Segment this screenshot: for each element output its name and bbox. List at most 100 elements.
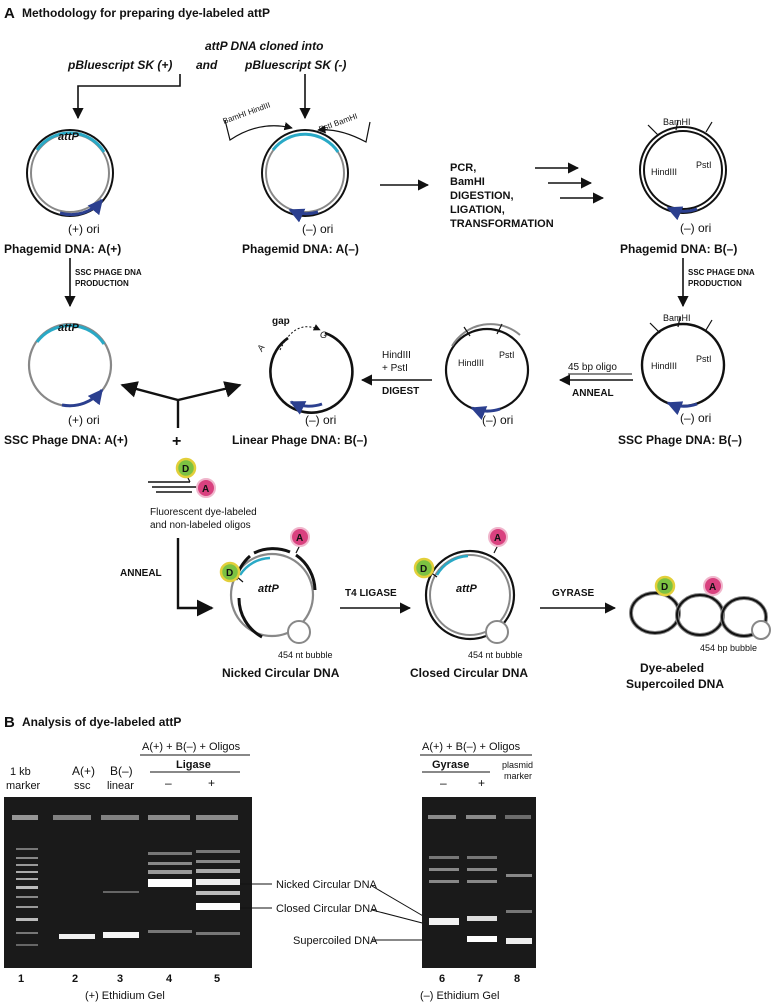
lane-num-7: 7 (477, 973, 483, 985)
lane2-label-a: A(+) (72, 764, 95, 778)
lane-num-4: 4 (166, 973, 173, 985)
gap-a: A (255, 343, 267, 354)
psti-bamhi-label: PstI BamHI (318, 112, 359, 134)
lane3-label-a: B(–) (110, 764, 133, 778)
supercoiled-title-2: Supercoiled DNA (626, 677, 724, 691)
attp-label-2: attP (58, 322, 79, 334)
step-4: LIGATION, (450, 204, 505, 216)
ori-minus-1: (–) ori (302, 222, 333, 236)
nicked-circular-title: Nicked Circular DNA (222, 666, 340, 680)
step-2: BamHI (450, 176, 485, 188)
nicked-circle (219, 527, 317, 644)
gyrase-label: GYRASE (552, 588, 595, 599)
lane-num-5: 5 (214, 973, 220, 985)
gyrase-minus: – (440, 776, 447, 790)
dye-a-closed: A (494, 533, 501, 544)
dye-a-nicked: A (296, 533, 303, 544)
ssc-prod-right-2: PRODUCTION (688, 279, 742, 288)
plasmid-label-1: plasmid (502, 760, 533, 770)
plasmid-label-2: marker (504, 771, 532, 781)
lane3-label-b: linear (107, 780, 134, 792)
hindiii-label-c: HindIII (458, 358, 484, 368)
attp-label-4: attP (456, 583, 477, 595)
phagemid-b-minus: Phagemid DNA: B(–) (620, 242, 737, 256)
gap-g: G (320, 330, 327, 340)
clone-and: and (196, 58, 218, 72)
step-5: TRANSFORMATION (450, 218, 554, 230)
phagemid-a-plus: Phagemid DNA: A(+) (4, 242, 121, 256)
bamhi-label-b: BamHI (663, 117, 691, 127)
digest-2: + PstI (382, 363, 408, 374)
ori-minus-2: (–) ori (680, 221, 711, 235)
ori-minus-4: (–) ori (482, 413, 513, 427)
clone-line: attP DNA cloned into (205, 39, 323, 53)
ssc-a-plus: SSC Phage DNA: A(+) (4, 433, 128, 447)
hindiii-label-b: HindIII (651, 167, 677, 177)
bamhi-label-d: BamHI (663, 313, 691, 323)
ssc-b-minus-circle (640, 316, 726, 416)
plasmid-b-minus (639, 119, 727, 221)
bamhi-hindiii-label: BamHI HindIII (222, 100, 272, 125)
hindiii-label-d: HindIII (651, 361, 677, 371)
ori-plus-2: (+) ori (68, 413, 100, 427)
psti-label-d: PstI (696, 354, 712, 364)
gel-right (422, 797, 536, 968)
ssc-b-minus: SSC Phage DNA: B(–) (618, 433, 742, 447)
dye-d-nicked: D (226, 568, 233, 579)
plus-sign: + (172, 433, 181, 450)
combo-right: A(+) + B(–) + Oligos (422, 741, 521, 753)
ssc-prod-left-1: SSC PHAGE DNA (75, 268, 142, 277)
dye-a-super: A (709, 582, 716, 593)
linear-b-minus-circle (269, 324, 354, 415)
ssc-a-plus-circle (27, 322, 113, 408)
bubble-bp: 454 bp bubble (700, 643, 757, 653)
digest-3: DIGEST (382, 386, 419, 397)
ligase-minus: – (165, 776, 172, 790)
lane2-label-b: ssc (74, 780, 91, 792)
dye-a-oligo: A (202, 484, 209, 495)
step-3: DIGESTION, (450, 190, 514, 202)
lane-num-3: 3 (117, 973, 123, 985)
closed-circular-title: Closed Circular DNA (410, 666, 528, 680)
panel-a-letter: A (4, 5, 15, 22)
bubble-nt-2: 454 nt bubble (468, 650, 523, 660)
ligase-label: Ligase (176, 759, 211, 771)
ligase-plus: + (208, 776, 215, 790)
oligo-label: 45 bp oligo (568, 362, 617, 373)
attp-label-3: attP (258, 583, 279, 595)
clone-right: pBluescript SK (-) (244, 58, 346, 72)
gap-label: gap (272, 316, 290, 327)
lane-num-1: 1 (18, 973, 24, 985)
ori-minus-3: (–) ori (305, 413, 336, 427)
attp-label-1: attP (58, 131, 79, 143)
marker-label-2: marker (6, 780, 41, 792)
oligos-graphic (148, 457, 216, 498)
supercoiled-graphic (629, 575, 771, 640)
steps-list: PCR, BamHI DIGESTION, LIGATION, TRANSFOR… (450, 162, 554, 230)
lane-num-8: 8 (514, 973, 520, 985)
clone-arrow-left (72, 74, 181, 120)
plasmid-a-plus (26, 129, 114, 217)
gyrase-header: Gyrase (432, 759, 469, 771)
fluor-line-2: and non-labeled oligos (150, 520, 251, 531)
dye-d-closed: D (420, 564, 427, 575)
ori-minus-5: (–) ori (680, 411, 711, 425)
anneal-label-1: ANNEAL (572, 388, 614, 399)
plasmid-a-minus (224, 119, 371, 223)
supercoiled-title-1: Dye-abeled (640, 661, 704, 675)
band-nicked-label: Nicked Circular DNA (276, 879, 378, 891)
clone-left: pBluescript SK (+) (67, 58, 172, 72)
panel-b-title: Analysis of dye-labeled attP (22, 715, 181, 729)
lane-num-2: 2 (72, 973, 78, 985)
psti-label-b: PstI (696, 160, 712, 170)
step-1: PCR, (450, 162, 476, 174)
gel-left (4, 797, 252, 968)
bubble-nt-1: 454 nt bubble (278, 650, 333, 660)
dye-d-oligo: D (182, 464, 189, 475)
psti-label-c: PstI (499, 350, 515, 360)
gel-left-caption: (+) Ethidium Gel (85, 990, 165, 1002)
panel-a-title: Methodology for preparing dye-labeled at… (22, 6, 270, 20)
gel-right-caption: (–) Ethidium Gel (420, 990, 499, 1002)
band-closed-label: Closed Circular DNA (276, 903, 378, 915)
ori-plus-1: (+) ori (68, 222, 100, 236)
